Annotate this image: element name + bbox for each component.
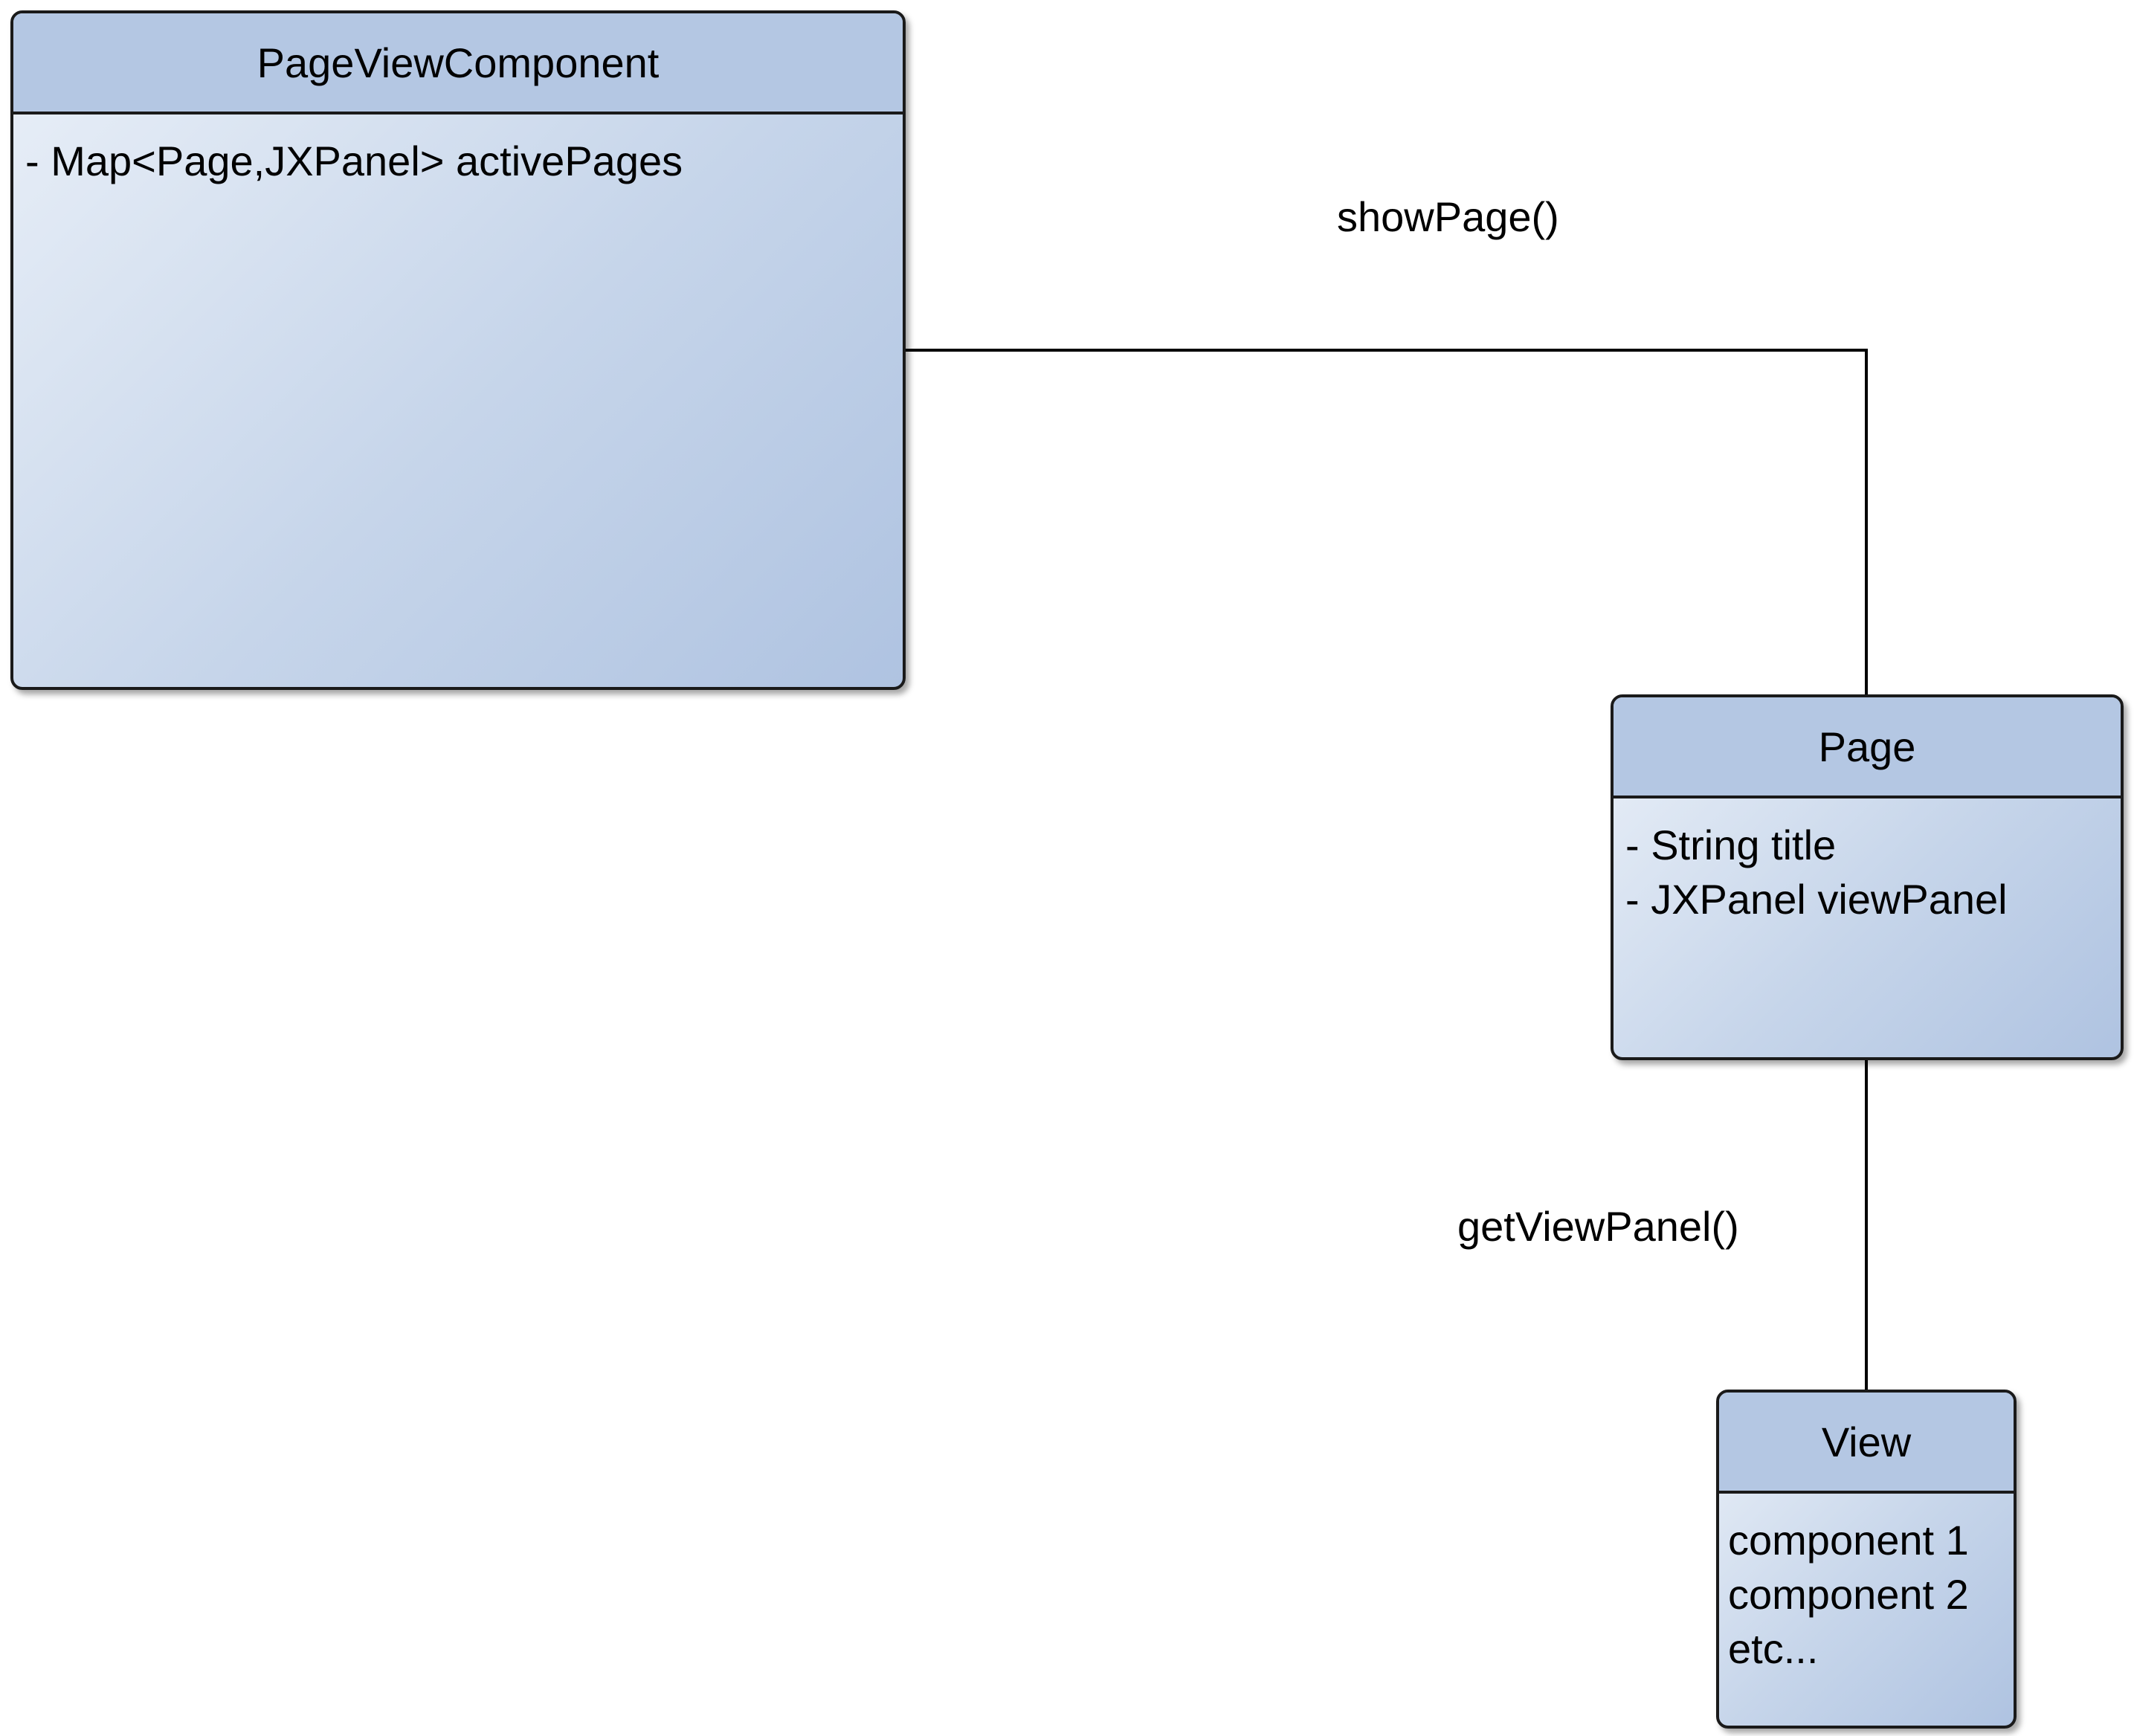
association-line-show-page [906, 349, 1868, 694]
class-attribute: - String title [1625, 822, 1837, 868]
class-box-page-view-component[interactable]: PageViewComponent - Map<Page,JXPanel> ac… [10, 10, 906, 690]
class-attribute: component 2 [1728, 1571, 1969, 1618]
class-attribute: component 1 [1728, 1517, 1969, 1564]
class-box-page[interactable]: Page - String title - JXPanel viewPanel [1611, 694, 2124, 1060]
class-attribute: - JXPanel viewPanel [1625, 876, 2008, 923]
class-name: View [1821, 1418, 1912, 1465]
class-box-view[interactable]: View component 1 component 2 etc... [1716, 1390, 2017, 1729]
association-label-get-view-panel: getViewPanel() [1457, 1203, 1739, 1250]
class-name-header: PageViewComponent [13, 13, 903, 114]
class-name-header: Page [1614, 697, 2121, 798]
association-label-show-page: showPage() [1337, 193, 1559, 240]
class-attributes: - String title - JXPanel viewPanel [1614, 798, 2121, 926]
class-name: PageViewComponent [257, 39, 660, 86]
class-attributes: component 1 component 2 etc... [1719, 1494, 2014, 1676]
class-attribute: - Map<Page,JXPanel> activePages [25, 138, 683, 184]
class-name-header: View [1719, 1393, 2014, 1494]
class-name: Page [1818, 723, 1916, 770]
class-attributes: - Map<Page,JXPanel> activePages [13, 114, 903, 188]
class-attribute: etc... [1728, 1625, 1819, 1672]
